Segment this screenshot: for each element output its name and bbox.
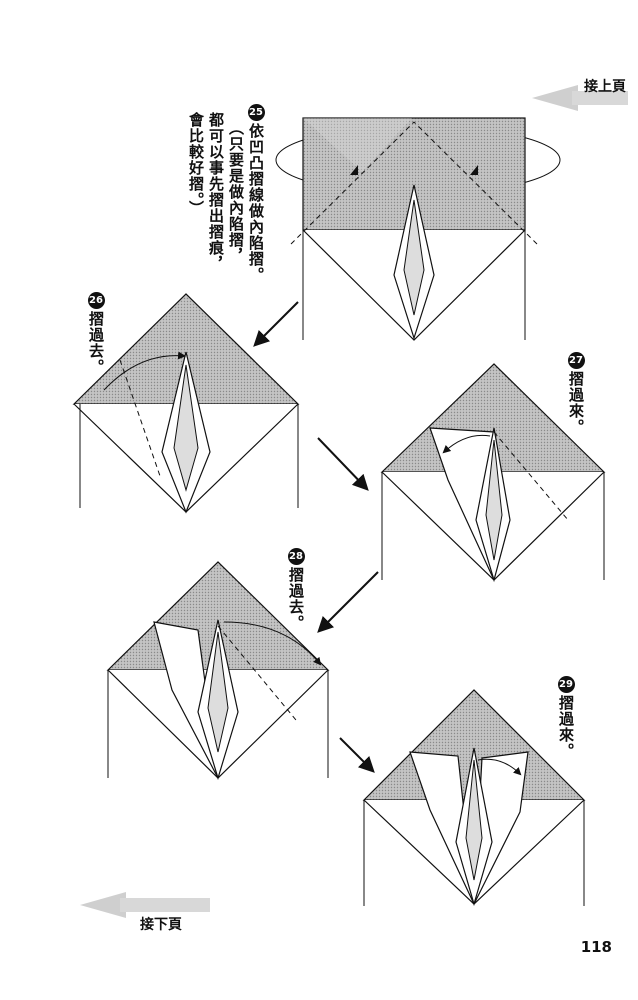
- prev-page-label: 接上頁: [584, 79, 626, 95]
- step-29-number: 29: [557, 676, 575, 693]
- flow-arrow-4: [339, 737, 375, 773]
- continue-next-arrow: [80, 892, 210, 918]
- step-25-note-2: 都可以事先摺出摺痕，: [207, 112, 225, 272]
- step-26-diagram: [72, 293, 300, 514]
- step-28-number: 28: [287, 548, 305, 565]
- step-25-note-3: 會比較好摺。）: [187, 112, 205, 217]
- continue-from-arrow: [532, 85, 628, 111]
- page-number: 118: [580, 938, 612, 956]
- step-27-diagram: [380, 363, 606, 583]
- next-page-label: 接下頁: [140, 917, 182, 933]
- step-29-diagram: [362, 689, 586, 907]
- flow-arrow-3: [317, 571, 379, 633]
- step-27-number: 27: [567, 352, 585, 369]
- step-26-text: 26摺過去。: [86, 292, 105, 375]
- step-28-text: 28摺過去。: [286, 548, 305, 631]
- step-28-diagram: [106, 561, 330, 781]
- flow-arrow-1: [253, 301, 299, 347]
- step-29-text: 29摺過來。: [556, 676, 575, 759]
- step-26-number: 26: [87, 292, 105, 309]
- step-25-main-text: 25依凹凸摺線做內陷摺。: [246, 104, 265, 283]
- step-27-text: 27摺過來。: [566, 352, 585, 435]
- step-25-number: 25: [247, 104, 265, 121]
- step-25-diagram: [275, 117, 561, 341]
- step-25-note-1: （只要是做內陷摺，: [227, 120, 245, 264]
- flow-arrow-2: [317, 437, 369, 491]
